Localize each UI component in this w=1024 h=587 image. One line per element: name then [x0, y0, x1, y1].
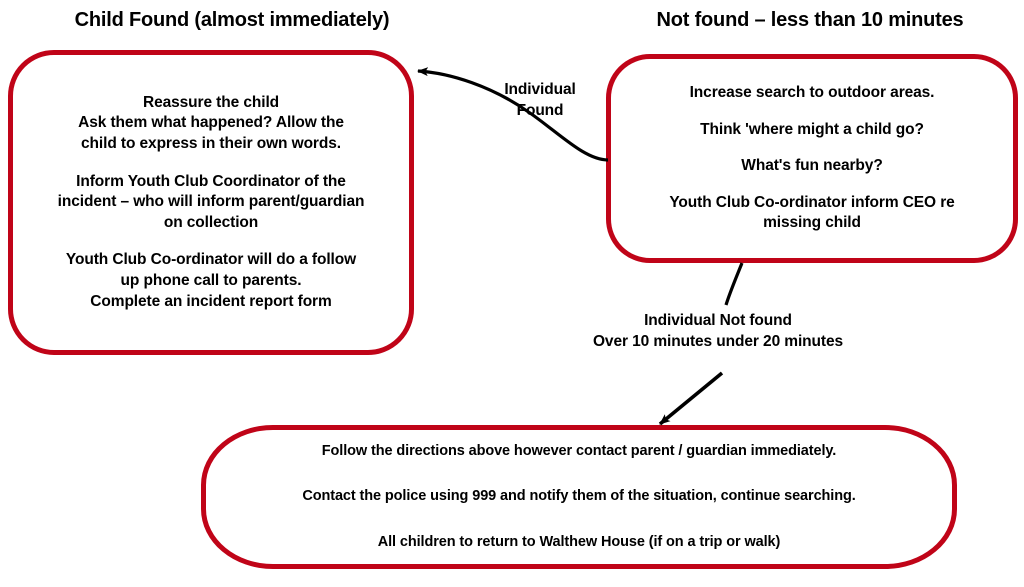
- edge-label-line: Found: [516, 101, 564, 119]
- edge-label-line: Individual: [504, 81, 576, 98]
- not-found-line-2: Think 'where might a child go?: [700, 120, 924, 138]
- heading-child-found: Child Found (almost immediately): [74, 9, 390, 31]
- child-found-box[interactable]: Reassure the child Ask them what happene…: [8, 50, 414, 355]
- escalation-line-3: All children to return to Walthew House …: [377, 533, 781, 550]
- not-found-line-1: Increase search to outdoor areas.: [689, 83, 935, 101]
- child-found-line-1: Reassure the child: [142, 93, 280, 111]
- not-found-line-3: What's fun nearby?: [741, 157, 883, 175]
- child-found-line-4: Inform Youth Club Coordinator of the: [76, 172, 346, 190]
- child-found-line-8: up phone call to parents.: [120, 272, 302, 290]
- edge-label-line: Individual Not found: [644, 312, 792, 329]
- child-found-line-6: on collection: [163, 213, 259, 231]
- child-found-line-9: Complete an incident report form: [90, 292, 332, 310]
- not-found-line-4: Youth Club Co-ordinator inform CEO re: [669, 193, 955, 211]
- edge-label-individual-found: Individual Found: [470, 80, 610, 121]
- not-found-under-10-box[interactable]: Increase search to outdoor areas. Think …: [606, 54, 1018, 263]
- child-found-line-7: Youth Club Co-ordinator will do a follow: [65, 251, 357, 269]
- not-found-line-5: missing child: [763, 214, 861, 232]
- escalation-box[interactable]: Follow the directions above however cont…: [201, 425, 957, 569]
- heading-not-found-under-10: Not found – less than 10 minutes: [656, 9, 964, 31]
- child-found-line-3: child to express in their own words.: [81, 134, 341, 152]
- arrow-individual-not-found-lower: [658, 371, 724, 426]
- child-found-line-2: Ask them what happened? Allow the: [78, 114, 344, 132]
- edge-label-line: Over 10 minutes under 20 minutes: [592, 332, 844, 350]
- child-found-line-5: incident – who will inform parent/guardi…: [57, 193, 365, 211]
- escalation-line-1: Follow the directions above however cont…: [321, 443, 837, 460]
- edge-label-individual-not-found: Individual Not found Over 10 minutes und…: [528, 311, 908, 352]
- arrow-individual-not-found-upper: [724, 262, 744, 306]
- escalation-line-2: Contact the police using 999 and notify …: [302, 488, 856, 505]
